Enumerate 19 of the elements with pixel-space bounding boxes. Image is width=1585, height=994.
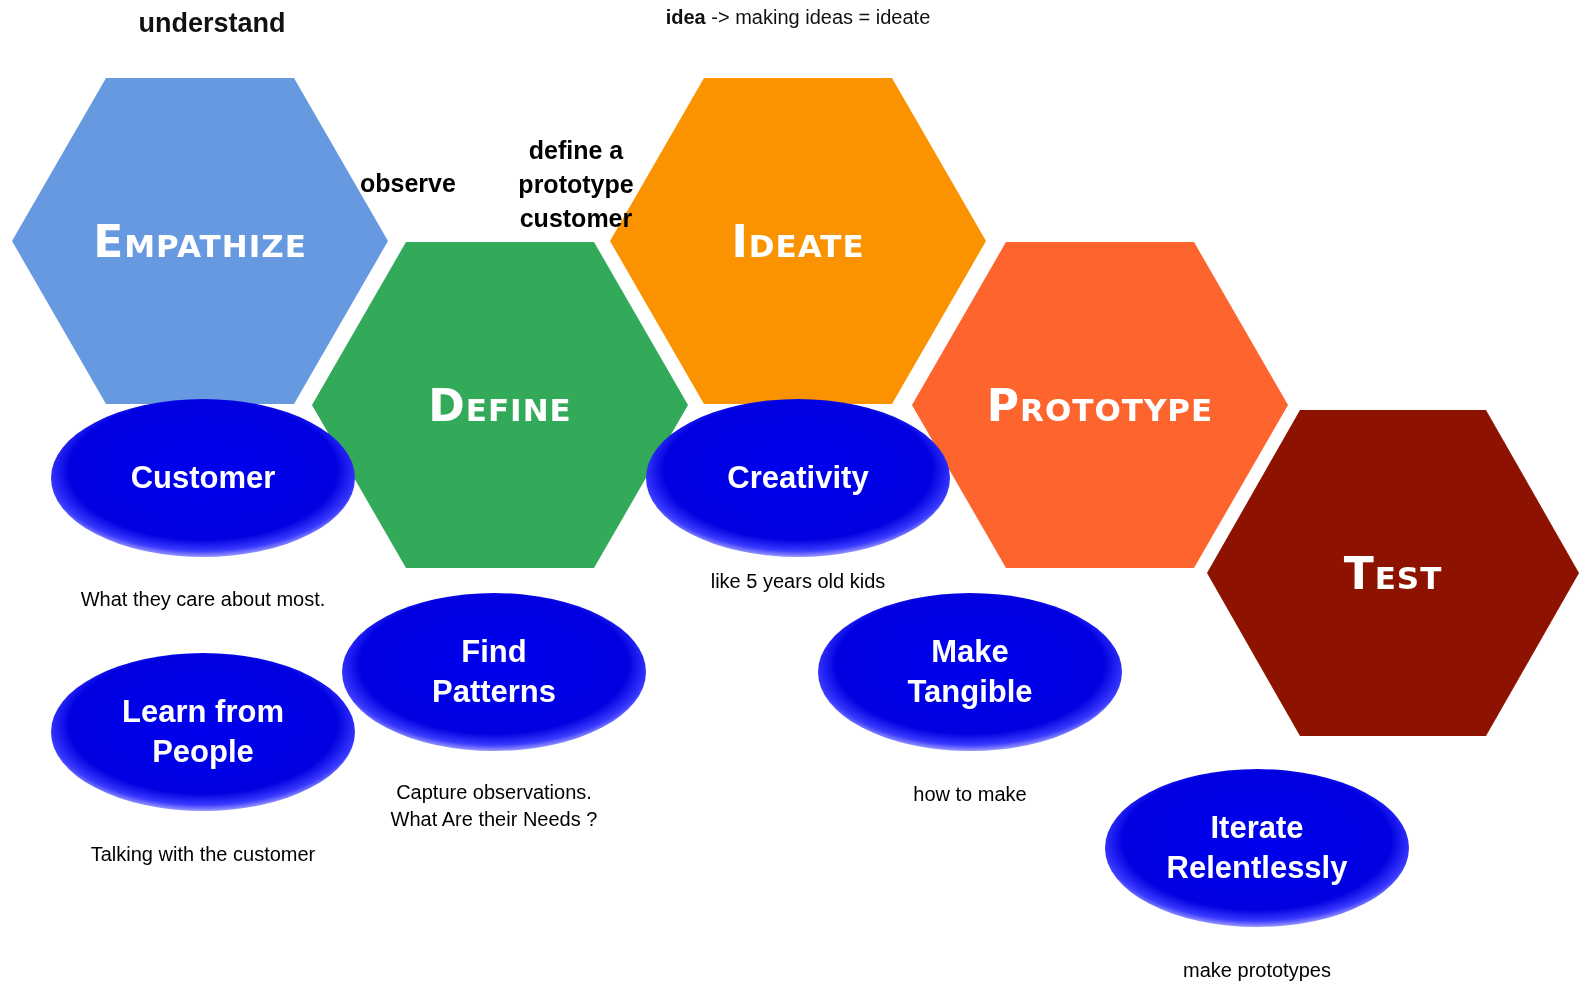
step-label: Make Tangible: [906, 633, 1034, 711]
stage-title: Test: [1342, 547, 1444, 599]
step-label: Find Patterns: [430, 633, 557, 711]
step-label: Creativity: [726, 459, 870, 497]
note-text: like 5 years old kids: [709, 569, 887, 594]
note-text: Capture observations. What Are their Needs ?: [389, 780, 599, 832]
note-text: make prototypes: [1182, 958, 1332, 983]
step-label: Iterate Relentlessly: [1166, 809, 1348, 887]
stage-title: Empathize: [92, 215, 308, 267]
annotation-text: observe: [360, 168, 455, 199]
note-text: What they care about most.: [79, 587, 327, 612]
step-label: Customer: [129, 459, 277, 497]
stage-note: understand: [137, 10, 287, 37]
note-text: how to make: [912, 782, 1028, 807]
stage-title: Prototype: [985, 379, 1215, 431]
stage-title: Define: [427, 379, 573, 431]
stage-note: idea -> making ideas = ideate: [664, 5, 932, 30]
note-text: Talking with the customer: [89, 842, 317, 867]
step-label: Learn from People: [121, 693, 285, 771]
